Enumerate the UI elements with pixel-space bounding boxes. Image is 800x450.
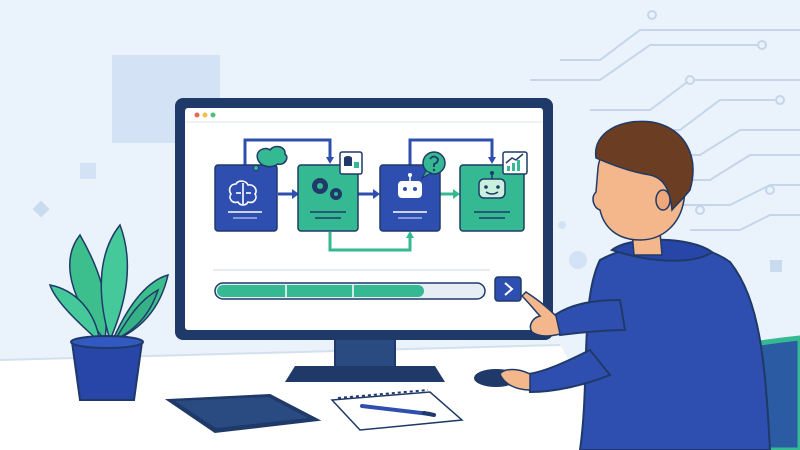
plant-pot-rim <box>70 335 144 349</box>
plant-pot <box>70 341 144 401</box>
brain-icon <box>228 180 257 206</box>
window-dot-yellow <box>202 112 208 118</box>
hand-mouse <box>499 368 531 391</box>
plant-leaf <box>100 223 129 343</box>
arm-pointing <box>553 298 627 337</box>
decor-dot <box>558 221 566 229</box>
workflow-step-1 <box>214 164 278 232</box>
person <box>499 120 772 450</box>
workflow-step-3 <box>379 164 441 232</box>
arm-mouse <box>526 348 612 394</box>
progress-bar <box>214 282 486 300</box>
workflow-step-2 <box>297 164 359 232</box>
decor-square <box>80 163 96 179</box>
arrow-heads <box>292 157 496 238</box>
loop-arrow-top-2 <box>408 138 494 165</box>
question-bubble-icon <box>420 151 446 180</box>
chevron-right-icon <box>504 282 514 296</box>
decor-square <box>770 260 782 272</box>
thought-bubble-icon <box>253 145 288 171</box>
loop-arrow-bottom <box>328 232 412 252</box>
next-button[interactable] <box>494 276 522 302</box>
hand-pointing <box>520 291 561 337</box>
plant <box>48 223 170 401</box>
tablet <box>164 393 322 434</box>
window-dot-red <box>194 112 200 118</box>
circuit-nodes <box>647 10 785 215</box>
step-card <box>297 164 359 232</box>
robot-icon <box>398 173 422 198</box>
loop-arrow-top-1 <box>243 138 332 165</box>
workflow-connectors <box>243 138 494 252</box>
window-dot-green <box>210 112 216 118</box>
progress-fill <box>217 285 424 297</box>
desk <box>0 345 620 450</box>
gears-icon <box>312 178 342 200</box>
plant-leaf <box>113 288 160 342</box>
plant-leaf <box>48 284 102 344</box>
hair <box>595 120 694 212</box>
pen <box>360 404 436 417</box>
monitor-base <box>285 366 445 382</box>
workflow-step-4 <box>459 164 525 232</box>
database-icon <box>339 151 363 175</box>
robot-smile-icon <box>478 171 506 199</box>
decor-dot <box>569 251 587 269</box>
step-card <box>214 164 278 232</box>
chart-icon <box>502 151 528 175</box>
